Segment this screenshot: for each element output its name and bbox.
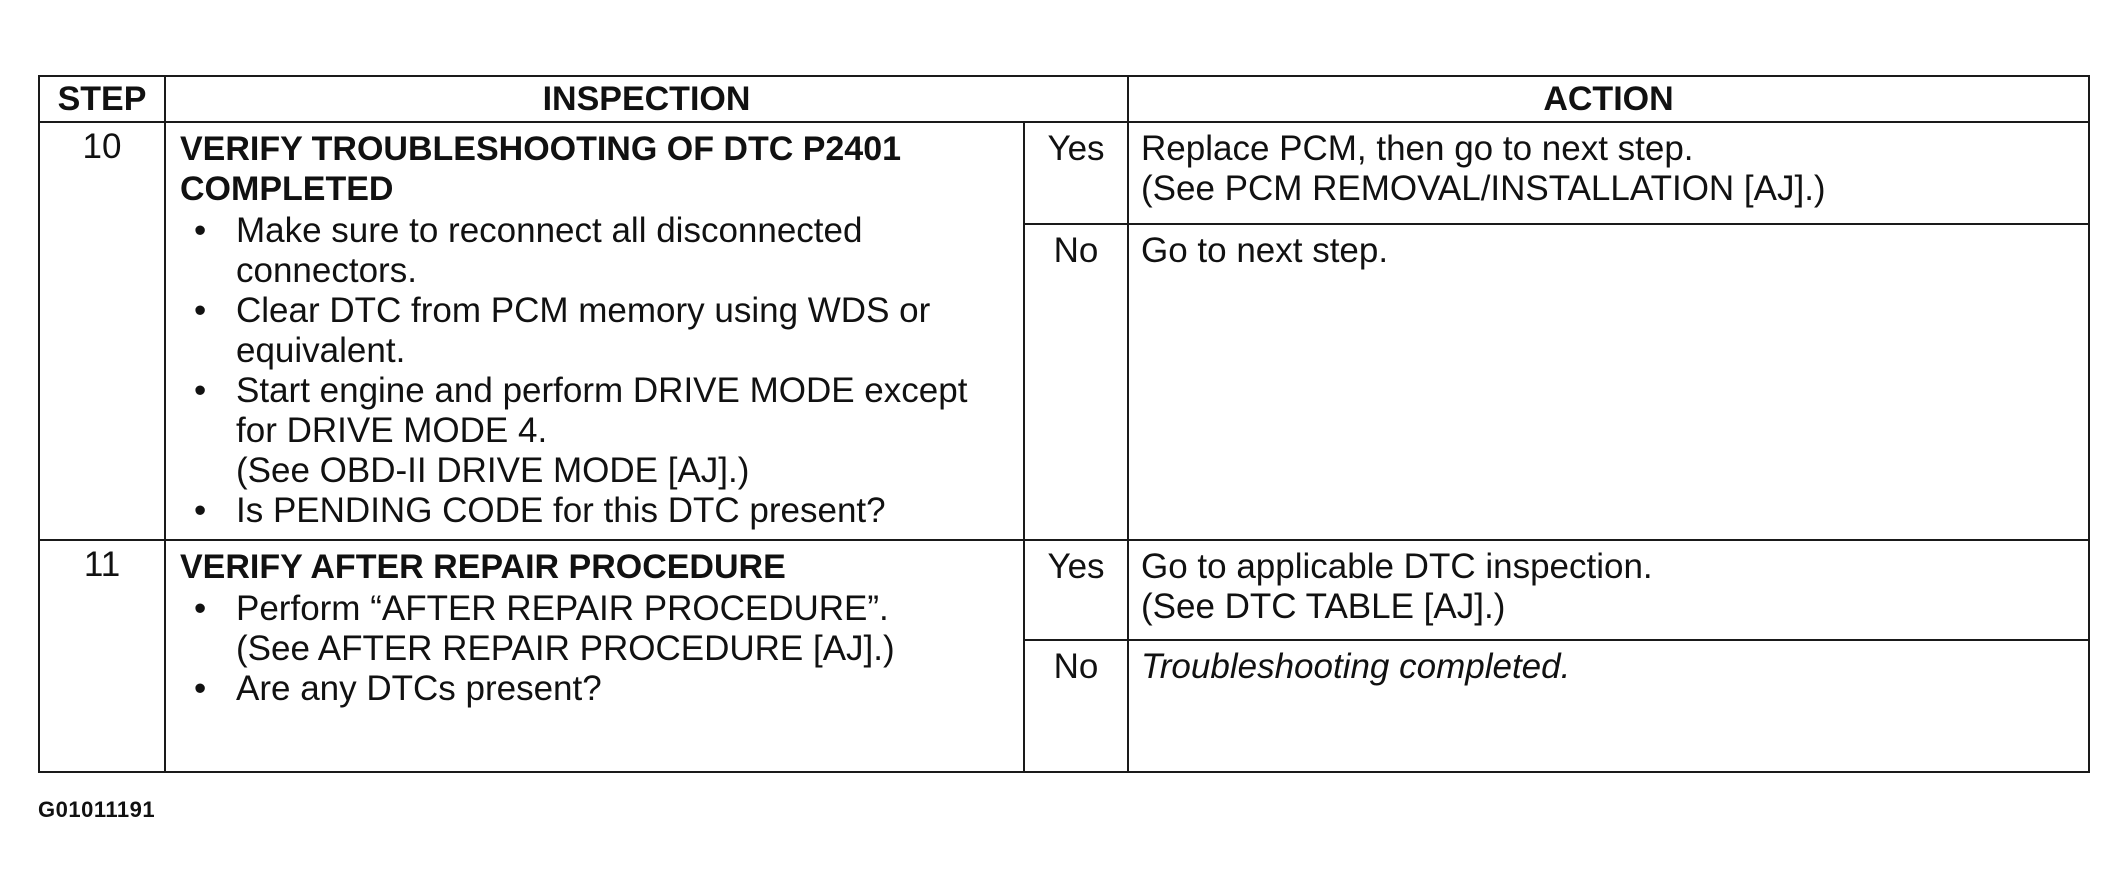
bullet-text-line: Is PENDING CODE for this DTC present? — [236, 491, 886, 530]
bullet-icon: • — [194, 291, 207, 330]
table-header-row: STEP INSPECTION ACTION — [38, 75, 2090, 123]
bullet-icon: • — [194, 589, 207, 628]
action-cell: Go to applicable DTC inspection. (See DT… — [1127, 539, 2090, 641]
step-number: 11 — [38, 539, 166, 773]
table-row: No Troubleshooting completed. — [39, 639, 2090, 773]
table-row: No Go to next step. — [39, 223, 2090, 541]
table-row: 10 VERIFY TROUBLESHOOTING OF DTC P2401 C… — [38, 120, 2090, 541]
bullet-icon: • — [194, 669, 207, 708]
bullet-text-line: Perform “AFTER REPAIR PROCEDURE”. — [236, 589, 889, 628]
action-line: Replace PCM, then go to next step. — [1141, 129, 1694, 168]
list-item: • Is PENDING CODE for this DTC present? — [180, 491, 1009, 531]
list-item: • Clear DTC from PCM memory using WDS or… — [180, 291, 1009, 371]
outcome-yes: Yes — [1023, 120, 1129, 226]
bullet-icon: • — [194, 211, 207, 250]
action-cell: Go to next step. — [1127, 223, 2090, 541]
list-item: • Are any DTCs present? — [180, 669, 1009, 709]
figure-id-label: G01011191 — [38, 797, 156, 822]
bullet-icon: • — [194, 491, 207, 530]
bullet-text-line: (See OBD-II DRIVE MODE [AJ].) — [236, 451, 750, 490]
bullet-text-line: Clear DTC from PCM memory using WDS or — [236, 291, 931, 330]
inspection-cell: VERIFY AFTER REPAIR PROCEDURE • Perform … — [164, 539, 1025, 773]
action-line: Go to next step. — [1141, 231, 1389, 271]
outcome-no: No — [1023, 223, 1129, 541]
inspection-title-line: VERIFY TROUBLESHOOTING OF DTC P2401 — [180, 130, 902, 168]
bullet-icon: • — [194, 371, 207, 410]
inspection-cell: VERIFY TROUBLESHOOTING OF DTC P2401 COMP… — [164, 121, 1025, 541]
inspection-bullet-list: • Perform “AFTER REPAIR PROCEDURE”. (See… — [180, 589, 1009, 709]
table-row: 11 VERIFY AFTER REPAIR PROCEDURE • Perfo… — [38, 539, 2090, 773]
step-number: 10 — [38, 121, 166, 541]
dtc-inspection-sheet: STEP INSPECTION ACTION 10 VERIFY TROUBLE… — [38, 75, 2090, 773]
inspection-title-line: COMPLETED — [180, 170, 394, 208]
inspection-title-line: VERIFY AFTER REPAIR PROCEDURE — [180, 548, 786, 586]
inspection-bullet-list: • Make sure to reconnect all disconnecte… — [180, 211, 1009, 531]
inspection-title: VERIFY TROUBLESHOOTING OF DTC P2401 COMP… — [180, 129, 1009, 209]
action-cell: Troubleshooting completed. — [1127, 639, 2090, 773]
bullet-text-line: connectors. — [236, 251, 417, 290]
dtc-inspection-table: STEP INSPECTION ACTION 10 VERIFY TROUBLE… — [38, 75, 2090, 773]
bullet-text-line: equivalent. — [236, 331, 406, 370]
action-cell: Replace PCM, then go to next step. (See … — [1127, 120, 2090, 226]
list-item: • Perform “AFTER REPAIR PROCEDURE”. (See… — [180, 589, 1009, 669]
action-line: (See PCM REMOVAL/INSTALLATION [AJ].) — [1141, 169, 1826, 208]
action-line: Go to applicable DTC inspection. — [1141, 547, 1653, 586]
header-inspection: INSPECTION — [164, 75, 1129, 123]
bullet-text-line: Are any DTCs present? — [236, 669, 602, 708]
bullet-text-line: Start engine and perform DRIVE MODE exce… — [236, 371, 968, 410]
list-item: • Make sure to reconnect all disconnecte… — [180, 211, 1009, 291]
list-item: • Start engine and perform DRIVE MODE ex… — [180, 371, 1009, 491]
action-line: (See DTC TABLE [AJ].) — [1141, 587, 1506, 626]
outcome-no: No — [1023, 639, 1129, 773]
inspection-title: VERIFY AFTER REPAIR PROCEDURE — [180, 547, 1009, 587]
header-action: ACTION — [1127, 75, 2090, 123]
action-line: Troubleshooting completed. — [1141, 647, 1571, 686]
outcome-yes: Yes — [1023, 539, 1129, 641]
bullet-text-line: (See AFTER REPAIR PROCEDURE [AJ].) — [236, 629, 895, 668]
bullet-text-line: for DRIVE MODE 4. — [236, 411, 548, 450]
header-step: STEP — [38, 75, 166, 123]
bullet-text-line: Make sure to reconnect all disconnected — [236, 211, 863, 250]
